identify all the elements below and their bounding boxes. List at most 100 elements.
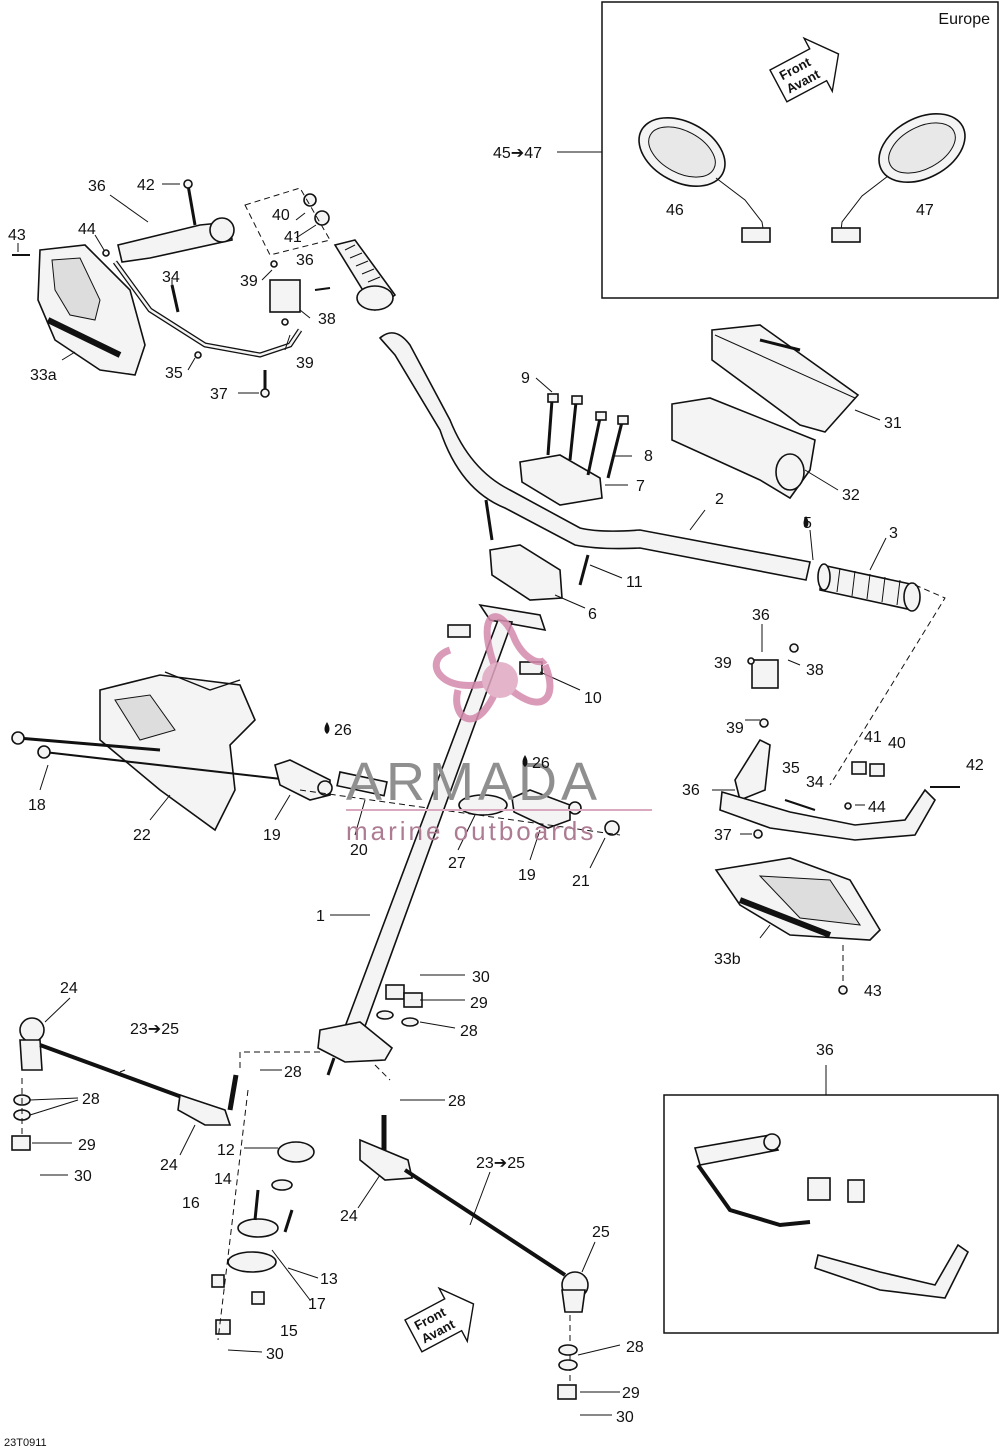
callout-26: 26 — [532, 755, 550, 772]
callout-22: 22 — [133, 827, 151, 844]
callout-28: 28 — [284, 1064, 302, 1081]
callout-27: 27 — [448, 855, 466, 872]
callout-30: 30 — [74, 1168, 92, 1185]
steering-support-assembly — [11, 671, 621, 836]
tie-rod-assembly: Front Avant — [11, 984, 589, 1400]
callout-14: 14 — [214, 1171, 232, 1188]
callout-25: 25 — [592, 1224, 610, 1241]
handlebar-leaders — [535, 377, 887, 691]
callout-24: 24 — [340, 1208, 358, 1225]
europe-range-label: 45➔47 — [493, 145, 542, 162]
front-direction-arrow-lower: Front Avant — [404, 1286, 475, 1353]
callout-35: 35 — [782, 760, 800, 777]
callout-24: 24 — [60, 980, 78, 997]
callout-29: 29 — [470, 995, 488, 1012]
callout-3: 3 — [889, 525, 898, 542]
callout-8: 8 — [644, 448, 653, 465]
callout-41: 41 — [284, 229, 302, 246]
kit-36-box — [663, 1065, 999, 1334]
kit-box-label: 36 — [816, 1042, 834, 1059]
callout-9: 9 — [521, 370, 530, 387]
callout-34: 34 — [806, 774, 824, 791]
callout-20: 20 — [350, 842, 368, 859]
callout-12: 12 — [217, 1142, 235, 1159]
callout-32: 32 — [842, 487, 860, 504]
callout-19: 19 — [263, 827, 281, 844]
callout-23-25: 23➔25 — [476, 1155, 525, 1172]
callout-28: 28 — [448, 1093, 466, 1110]
watermark-tagline: marine outboards — [346, 816, 596, 846]
grease-drop-icon — [324, 516, 809, 767]
callout-24: 24 — [160, 1157, 178, 1174]
callout-6: 6 — [588, 606, 597, 623]
callout-35: 35 — [165, 365, 183, 382]
propeller-logo-icon — [432, 613, 554, 723]
europe-box-title: Europe — [938, 11, 990, 28]
callout-30: 30 — [472, 969, 490, 986]
callout-29: 29 — [78, 1137, 96, 1154]
callout-13: 13 — [320, 1271, 338, 1288]
callout-36: 36 — [88, 178, 106, 195]
callout-18: 18 — [28, 797, 46, 814]
callout-19: 19 — [518, 867, 536, 884]
callout-28: 28 — [626, 1339, 644, 1356]
callout-39: 39 — [296, 355, 314, 372]
label-46: 46 — [666, 202, 684, 219]
callout-15: 15 — [280, 1323, 298, 1340]
callout-10: 10 — [584, 690, 602, 707]
callout-31: 31 — [884, 415, 902, 432]
callout-40: 40 — [888, 735, 906, 752]
callout-16: 16 — [182, 1195, 200, 1212]
callout-7: 7 — [636, 478, 645, 495]
callout-39: 39 — [714, 655, 732, 672]
callout-26: 26 — [334, 722, 352, 739]
callout-37: 37 — [210, 386, 228, 403]
handlebar-assembly — [378, 324, 946, 786]
callout-38: 38 — [318, 311, 336, 328]
watermark: ARMADA marine outboards — [346, 613, 652, 846]
lower-leaders — [29, 974, 621, 1416]
callout-40: 40 — [272, 207, 290, 224]
callout-42: 42 — [137, 177, 155, 194]
callout-38: 38 — [806, 662, 824, 679]
callout-labels: 36 42 43 44 40 41 34 39 36 38 39 33a 35 … — [8, 177, 984, 1426]
callout-29: 29 — [622, 1385, 640, 1402]
callout-34: 34 — [162, 269, 180, 286]
callout-1: 1 — [316, 908, 325, 925]
europe-mirror-box: Europe 45➔47 Front Avant 46 47 — [493, 1, 999, 299]
callout-36: 36 — [752, 607, 770, 624]
callout-43: 43 — [8, 227, 26, 244]
callout-37: 37 — [714, 827, 732, 844]
callout-30: 30 — [266, 1346, 284, 1363]
callout-39: 39 — [240, 273, 258, 290]
callout-2: 2 — [715, 491, 724, 508]
callout-17: 17 — [308, 1296, 326, 1313]
callout-23-25: 23➔25 — [130, 1021, 179, 1038]
callout-36: 36 — [682, 782, 700, 799]
callout-28: 28 — [460, 1023, 478, 1040]
callout-43: 43 — [864, 983, 882, 1000]
left-handguard-assembly — [12, 179, 397, 398]
mirror-left-46 — [638, 117, 771, 243]
left-group-leaders — [17, 183, 317, 394]
mirror-right-47 — [831, 113, 966, 243]
watermark-brand: ARMADA — [346, 752, 601, 812]
callout-33b: 33b — [714, 951, 741, 968]
callout-41: 41 — [864, 729, 882, 746]
right-handguard-assembly — [714, 643, 960, 995]
label-47: 47 — [916, 202, 934, 219]
front-direction-arrow-europe: Front Avant — [769, 36, 840, 103]
drawing-code: 23T0911 — [4, 1437, 47, 1449]
right-group-leaders — [712, 624, 865, 939]
callout-44: 44 — [78, 221, 96, 238]
callout-11: 11 — [626, 574, 643, 591]
callout-30: 30 — [616, 1409, 634, 1426]
callout-39: 39 — [726, 720, 744, 737]
callout-36: 36 — [296, 252, 314, 269]
callout-21: 21 — [572, 873, 590, 890]
callout-44: 44 — [868, 799, 886, 816]
callout-42: 42 — [966, 757, 984, 774]
callout-28: 28 — [82, 1091, 100, 1108]
callout-33a: 33a — [30, 367, 57, 384]
